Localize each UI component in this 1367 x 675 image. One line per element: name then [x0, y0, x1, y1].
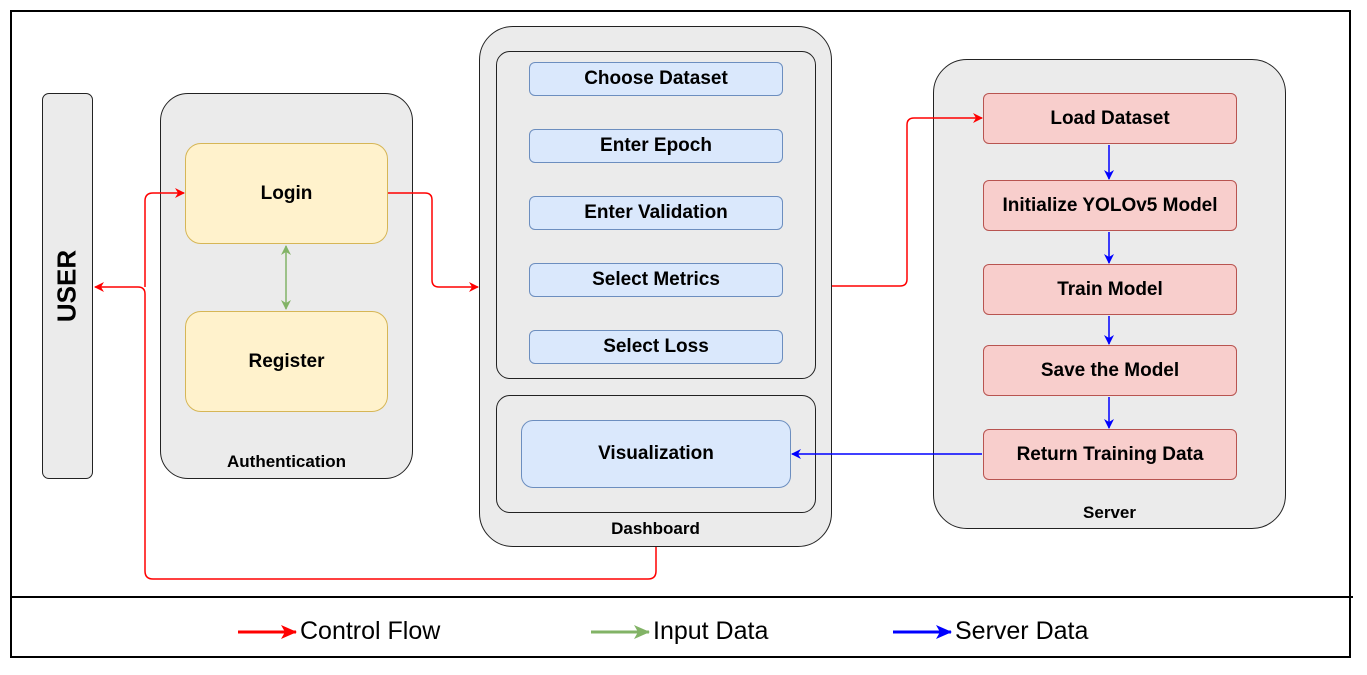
loop-to-login-arrow — [144, 188, 185, 287]
dashboard-to-server-arrow — [832, 113, 983, 287]
select-metrics-node: Select Metrics — [529, 263, 783, 297]
load-dataset-node: Load Dataset — [983, 93, 1237, 144]
save-model-node: Save the Model — [983, 345, 1237, 396]
initialize-model-node: Initialize YOLOv5 Model — [983, 180, 1237, 231]
enter-epoch-node: Enter Epoch — [529, 129, 783, 163]
visualization-node: Visualization — [521, 420, 791, 488]
register-node: Register — [185, 311, 388, 412]
legend-control-flow-label: Control Flow — [300, 617, 441, 645]
choose-dataset-node: Choose Dataset — [529, 62, 783, 96]
diagram-frame — [10, 10, 1351, 658]
login-node: Login — [185, 143, 388, 244]
select-loss-node: Select Loss — [529, 330, 783, 364]
legend-server-data-label: Server Data — [955, 617, 1089, 645]
server-label: Server — [1083, 503, 1136, 522]
legend-divider — [10, 596, 1353, 598]
user-actor — [42, 93, 93, 479]
dashboard-return-loop — [94, 282, 657, 580]
login-to-dashboard-arrow — [388, 192, 479, 292]
train-model-node: Train Model — [983, 264, 1237, 315]
legend-input-data-label: Input Data — [653, 617, 769, 645]
return-training-data-node: Return Training Data — [983, 429, 1237, 480]
dashboard-label: Dashboard — [611, 519, 700, 538]
enter-validation-node: Enter Validation — [529, 196, 783, 230]
authentication-label: Authentication — [227, 452, 346, 471]
